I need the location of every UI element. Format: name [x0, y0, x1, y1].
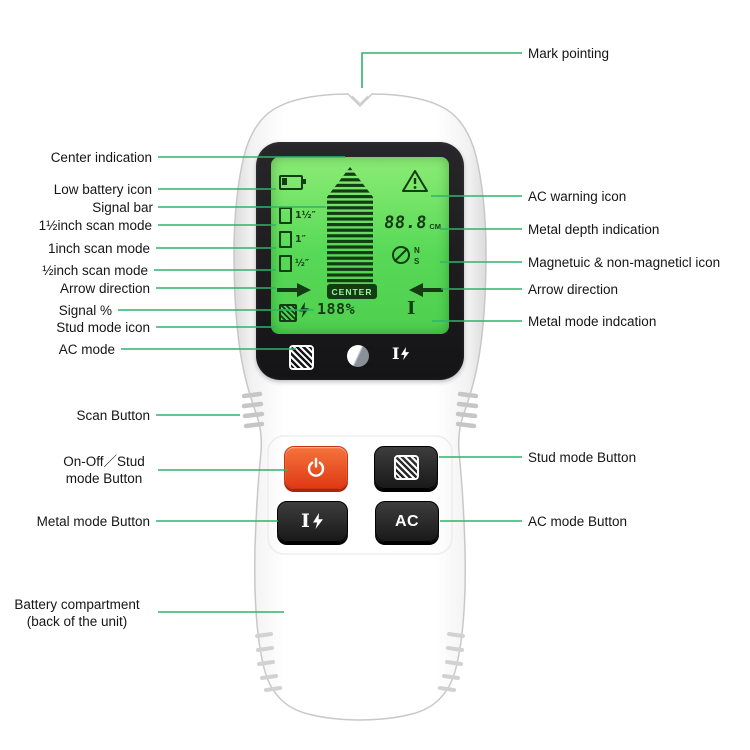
signal-bars-icon — [327, 167, 373, 283]
label-arrow-direction-right: Arrow direction — [528, 282, 619, 297]
depth-unit: CM — [429, 222, 441, 231]
signal-value: 188% — [317, 300, 356, 318]
arrow-right-icon — [277, 283, 311, 297]
label-scan-button: Scan Button — [76, 408, 150, 423]
lcd-display: 1½″ 1″ ½″ CENTER 88.8 CM — [271, 157, 449, 334]
stud-mode-button — [374, 446, 438, 489]
metal-ac-icon: I — [392, 346, 410, 362]
right-grip-ridges — [455, 391, 479, 429]
magnet-s-label: S — [414, 257, 420, 266]
low-battery-icon — [279, 175, 306, 190]
stud-pattern-icon — [393, 455, 419, 480]
i-beam-icon: I — [392, 344, 400, 363]
bottom-right-grip — [438, 632, 465, 692]
label-battery-compartment-line2: (back of the unit) — [26, 614, 128, 629]
ac-warning-icon — [402, 170, 428, 192]
ac-button-label: AC — [394, 512, 420, 530]
label-metal-depth: Metal depth indication — [528, 222, 660, 237]
scan-card-icon — [279, 206, 292, 224]
scan-card-icon — [279, 230, 292, 248]
label-center-indication: Center indication — [50, 150, 152, 165]
label-arrow-direction-left: Arrow direction — [59, 281, 150, 296]
label-signal-percent: Signal % — [58, 303, 112, 318]
magnet-icon: N S — [392, 246, 420, 266]
i-beam-icon: I — [301, 510, 310, 532]
label-low-battery-icon: Low battery icon — [53, 182, 152, 197]
scan-card-icon — [279, 254, 292, 272]
scan-mode-1-5-indicator: 1½″ — [279, 206, 316, 224]
label-magnetic-icon: Magnetuic & non-magneticl icon — [528, 255, 721, 270]
scan-mode-0-5-indicator: ½″ — [279, 254, 309, 272]
label-battery-compartment: Battery compartment (back of the unit) — [2, 596, 152, 630]
metal-mode-indicator-icon: I — [407, 298, 416, 319]
label-ac-mode: AC mode — [58, 342, 115, 357]
label-stud-mode-button: Stud mode Button — [528, 450, 637, 465]
arrow-left-icon — [409, 283, 443, 297]
lightning-icon — [312, 513, 323, 529]
metal-depth-readout: 88.8 CM — [383, 213, 441, 233]
leader-mark-pointing — [361, 52, 522, 88]
center-indicator-label: CENTER — [331, 286, 373, 297]
scan-mode-1-indicator: 1″ — [279, 230, 306, 248]
label-ac-warning-icon: AC warning icon — [528, 189, 627, 204]
lightning-icon — [401, 347, 410, 361]
label-metal-mode-indication: Metal mode indcation — [528, 314, 657, 329]
signal-percent-readout: 188% — [317, 300, 355, 319]
mark-notch-groove — [351, 95, 369, 106]
label-on-off-stud-button: On-Off／Stud mode Button — [63, 454, 145, 486]
label-metal-mode-button: Metal mode Button — [36, 514, 150, 529]
label-scan-mode-1-5: 1½inch scan mode — [38, 218, 152, 233]
power-icon — [307, 457, 325, 477]
scan-mode-0-5-value: ½″ — [295, 257, 310, 269]
label-scan-mode-1: 1inch scan mode — [47, 241, 150, 256]
scan-mode-1-5-value: 1½″ — [295, 209, 316, 221]
power-stud-button — [284, 446, 348, 489]
depth-value: 88.8 — [383, 213, 429, 233]
screen-bezel: 1½″ 1″ ½″ CENTER 88.8 CM — [256, 142, 464, 380]
left-grip-ridges — [241, 391, 265, 429]
label-mark-pointing: Mark pointing — [528, 46, 610, 61]
ac-bolt-icon — [299, 302, 309, 318]
stud-mode-icon — [279, 304, 297, 322]
label-battery-compartment-line1: Battery compartment — [14, 597, 140, 612]
center-indicator: CENTER — [327, 284, 377, 299]
label-stud-mode-icon: Stud mode icon — [56, 320, 150, 335]
stud-sensor-icon — [289, 345, 314, 370]
bezel-icon-row: I — [256, 345, 464, 370]
battery-level-fill — [282, 178, 287, 185]
label-signal-bar: Signal bar — [92, 200, 153, 215]
label-scan-mode-0-5: ½inch scan mode — [42, 263, 148, 278]
ac-mode-button: AC — [375, 501, 439, 542]
magnet-n-label: N — [414, 246, 420, 255]
bottom-left-grip — [255, 632, 282, 692]
metal-mode-button: I — [277, 501, 348, 542]
circle-icon — [347, 345, 369, 367]
scan-mode-1-value: 1″ — [295, 233, 306, 245]
label-ac-mode-button: AC mode Button — [528, 514, 628, 529]
